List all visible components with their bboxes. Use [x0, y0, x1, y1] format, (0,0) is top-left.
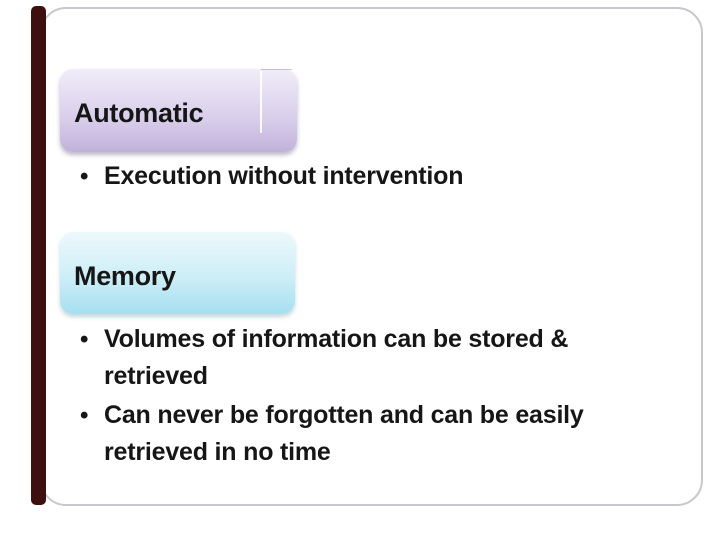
- section-header-memory-label: Memory: [74, 260, 176, 291]
- bullet-list-automatic: • Execution without intervention: [80, 158, 680, 197]
- header-highlight-seam: [260, 71, 262, 133]
- bullet-dot: •: [80, 326, 89, 353]
- bullet-list-memory: • Volumes of information can be stored &…: [80, 321, 680, 473]
- section-header-automatic: Automatic: [60, 69, 297, 152]
- list-item: • Volumes of information can be stored &…: [80, 321, 680, 395]
- bullet-text: Can never be forgotten and can be easily…: [104, 401, 584, 466]
- list-item: • Execution without intervention: [80, 158, 680, 195]
- bullet-text: Volumes of information can be stored & r…: [104, 325, 569, 390]
- section-header-automatic-label: Automatic: [74, 98, 204, 128]
- section-header-memory: Memory: [60, 232, 295, 314]
- bullet-dot: •: [80, 163, 89, 190]
- list-item: • Can never be forgotten and can be easi…: [80, 397, 680, 471]
- bullet-dot: •: [80, 402, 89, 429]
- header-tab-edge: [261, 69, 292, 70]
- left-accent-bar: [31, 6, 46, 505]
- bullet-text: Execution without intervention: [104, 162, 464, 190]
